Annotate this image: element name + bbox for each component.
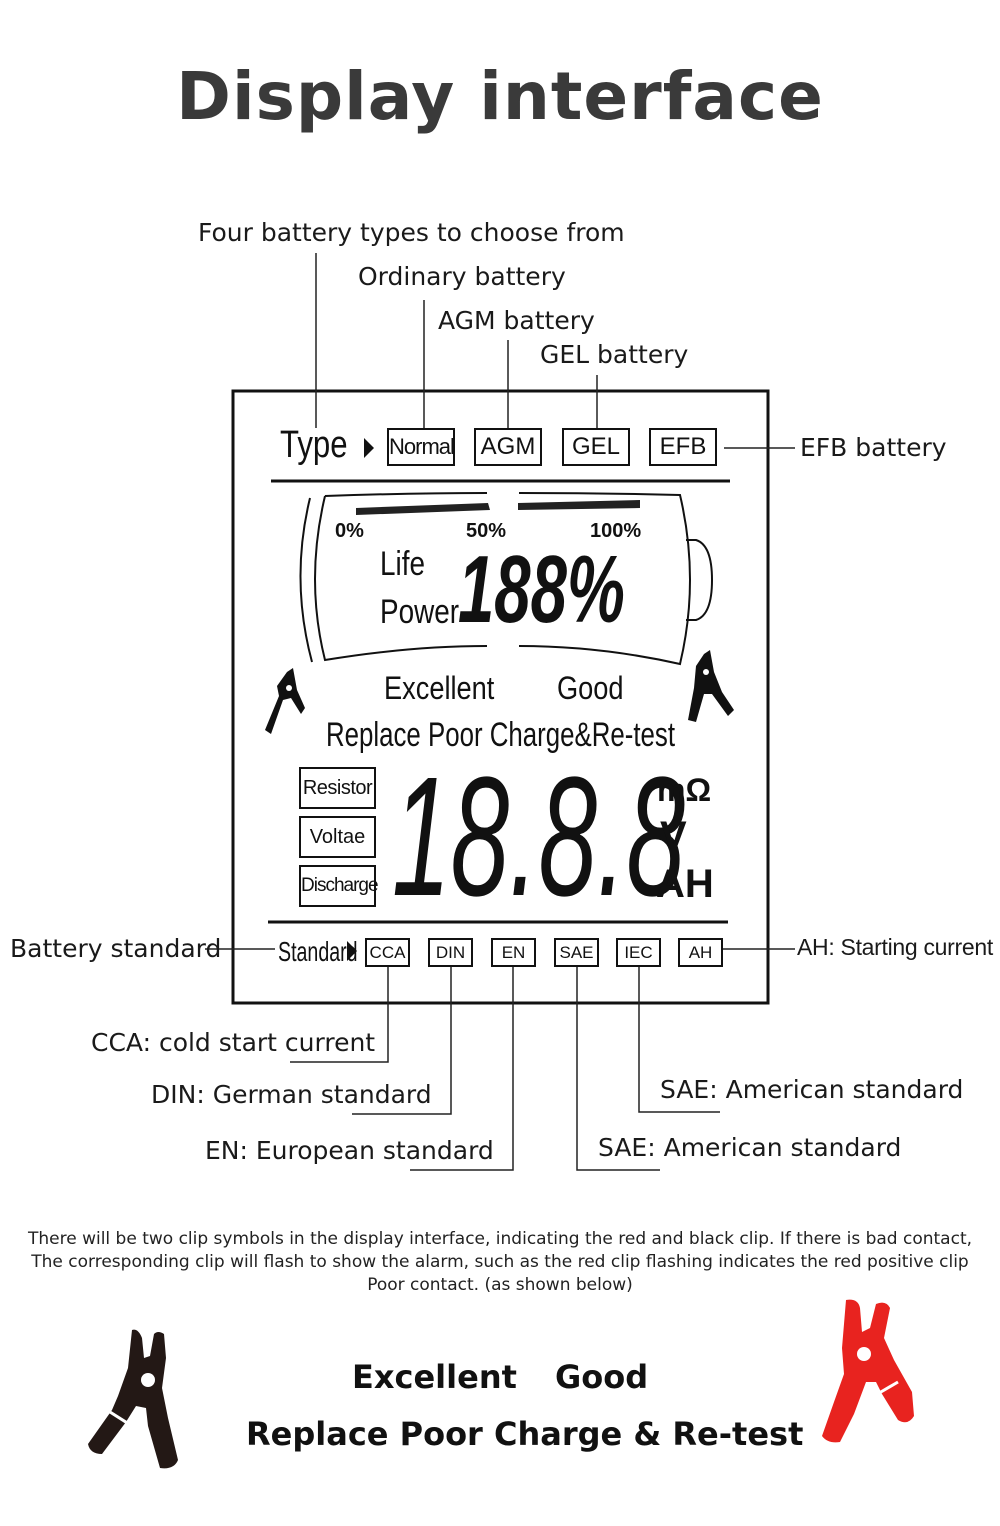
scale-100: 100% bbox=[590, 520, 642, 542]
standard-cca-box: CCA bbox=[365, 938, 410, 967]
page-title: Display interface bbox=[176, 58, 824, 135]
black-clip-icon bbox=[88, 1329, 178, 1469]
excellent-label: Excellent bbox=[384, 670, 495, 706]
leader-en bbox=[410, 967, 514, 1171]
callout-sae-1: SAE: American standard bbox=[660, 1075, 964, 1104]
main-value: 18.8.8 bbox=[392, 742, 686, 932]
percent-value: 188% bbox=[458, 536, 625, 643]
callout-cca: CCA: cold start current bbox=[91, 1028, 376, 1057]
note-line-1: There will be two clip symbols in the di… bbox=[27, 1229, 973, 1249]
standard-din-box: DIN bbox=[428, 938, 473, 967]
battery-level-bar bbox=[356, 500, 640, 515]
note-paragraph: There will be two clip symbols in the di… bbox=[0, 1228, 1000, 1297]
leader-cca bbox=[290, 967, 389, 1063]
battery-left-cap bbox=[299, 497, 313, 663]
standard-iec-box: IEC bbox=[616, 938, 661, 967]
type-gel-box: GEL bbox=[562, 428, 630, 466]
scale-0: 0% bbox=[335, 520, 364, 542]
type-arrow-icon bbox=[364, 438, 374, 458]
unit-milliohm: mΩ bbox=[657, 772, 712, 808]
callout-four-types: Four battery types to choose from bbox=[198, 218, 625, 247]
mode-resistor-box: Resistor bbox=[299, 767, 376, 809]
clip-icon-lcd-right bbox=[688, 650, 734, 722]
unit-ah: AH bbox=[656, 862, 714, 906]
callout-ordinary: Ordinary battery bbox=[358, 262, 566, 291]
callout-din: DIN: German standard bbox=[151, 1080, 432, 1109]
standard-label: Standard bbox=[278, 936, 358, 967]
good-label: Good bbox=[557, 670, 624, 706]
lcd-frame bbox=[231, 389, 770, 1005]
callout-ah-starting: AH: Starting current bbox=[797, 934, 993, 960]
type-label: Type bbox=[280, 424, 348, 466]
note-line-3: Poor contact. (as shown below) bbox=[367, 1275, 633, 1295]
battery-outline bbox=[314, 492, 691, 666]
standard-sae-box: SAE bbox=[554, 938, 599, 967]
type-normal-box: Normal bbox=[387, 428, 455, 466]
callout-en: EN: European standard bbox=[205, 1136, 494, 1165]
bottom-status-line: Replace Poor Charge & Re-test bbox=[246, 1415, 804, 1453]
status-line: Replace Poor Charge&Re-test bbox=[326, 716, 676, 754]
callout-agm: AGM battery bbox=[438, 306, 595, 335]
standard-en-box: EN bbox=[491, 938, 536, 967]
callout-battery-standard: Battery standard bbox=[10, 934, 222, 963]
callout-sae-2: SAE: American standard bbox=[598, 1133, 902, 1162]
callout-efb: EFB battery bbox=[800, 433, 947, 462]
standard-arrow-icon bbox=[347, 941, 357, 961]
bottom-good: Good bbox=[555, 1358, 649, 1396]
note-line-2: The corresponding clip will flash to sho… bbox=[31, 1252, 969, 1272]
leader-iec bbox=[638, 967, 720, 1113]
mode-discharge-box: Discharge bbox=[299, 865, 379, 907]
clip-icon-lcd-left bbox=[265, 668, 305, 734]
unit-volt: V bbox=[660, 814, 687, 858]
mode-voltage-box: Voltae bbox=[299, 816, 376, 858]
callout-gel: GEL battery bbox=[540, 340, 689, 369]
leader-din bbox=[352, 967, 452, 1115]
standard-ah-box: AH bbox=[678, 938, 723, 967]
power-label: Power bbox=[380, 593, 460, 631]
bottom-excellent: Excellent bbox=[352, 1358, 517, 1396]
life-label: Life bbox=[380, 545, 425, 583]
red-clip-icon bbox=[822, 1299, 914, 1443]
type-efb-box: EFB bbox=[649, 428, 717, 466]
battery-terminal bbox=[686, 539, 714, 621]
scale-50: 50% bbox=[466, 520, 507, 542]
type-agm-box: AGM bbox=[474, 428, 542, 466]
leader-sae bbox=[576, 967, 660, 1171]
